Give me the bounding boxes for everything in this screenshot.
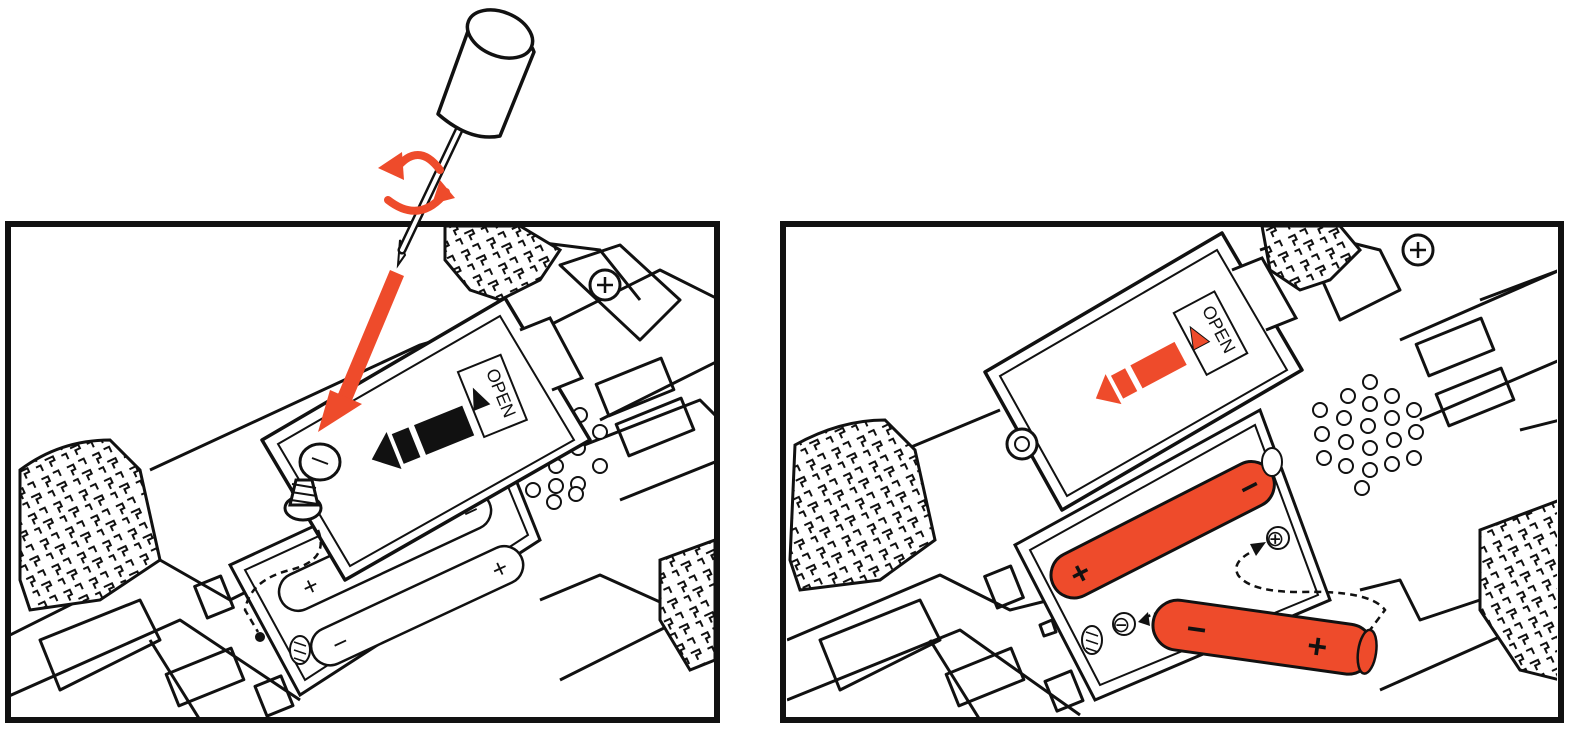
panel-right-frame	[780, 221, 1564, 723]
screw-path-dashed	[243, 529, 323, 633]
open-arrow-icon-red	[1095, 341, 1187, 405]
polarity-plus-marker: ⊕	[1266, 526, 1290, 551]
screw-hole-dot	[255, 632, 265, 642]
panel-remove-cover: + − − +	[5, 8, 720, 723]
battery-spring-icon-right	[1081, 447, 1283, 655]
battery-cover-removed: OPEN	[983, 231, 1304, 512]
tire-right-right-panel	[1478, 499, 1557, 681]
polarity-minus-marker: ⊖	[1112, 612, 1136, 637]
mount-bolt-icon-right	[1401, 233, 1435, 267]
battery-path-dashed	[1235, 546, 1387, 631]
screwdriver-icon	[396, 8, 536, 269]
tire-right	[658, 538, 715, 672]
panel-left-frame	[5, 221, 720, 723]
tire-top	[443, 226, 563, 302]
battery-installed: + −	[1049, 460, 1276, 600]
tire-left	[18, 438, 162, 612]
mount-bolt-icon	[588, 268, 622, 302]
insert-arrow-icon	[318, 270, 404, 432]
screw-icon	[283, 442, 342, 522]
svg-text:⊕: ⊕	[1266, 526, 1284, 551]
tire-top-right-panel	[1260, 226, 1363, 292]
rotate-arrow-icon	[378, 151, 455, 215]
tire-left-right-panel	[788, 418, 937, 592]
chassis-body-right	[787, 226, 1557, 718]
battery-spring-icon	[289, 635, 311, 665]
path-arrowhead	[1250, 542, 1266, 556]
open-arrow-icon	[371, 405, 475, 470]
panel-replace-batteries: + − ⊕ ⊖	[780, 221, 1564, 723]
chassis-body	[10, 238, 715, 718]
speaker-grille-right	[1312, 374, 1424, 496]
battery-loose: − +	[1151, 598, 1378, 676]
battery-cover: OPEN	[260, 296, 592, 582]
svg-text:⊖: ⊖	[1112, 612, 1130, 637]
battery-lower: − +	[309, 544, 525, 667]
